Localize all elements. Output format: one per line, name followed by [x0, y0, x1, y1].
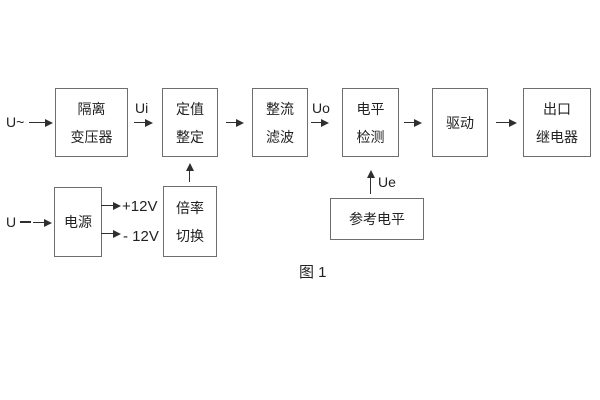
rail-positive-label: +12V [122, 198, 158, 215]
block-drive: 驱动 [432, 88, 488, 157]
block-line: 参考电平 [349, 211, 405, 227]
block-line: 滤波 [266, 128, 294, 145]
block-line: 定值 [176, 100, 204, 117]
block-line: 变压器 [70, 128, 113, 145]
block-reference-level: 参考电平 [330, 198, 424, 240]
block-line: 整定 [176, 128, 204, 145]
block-line: 倍率 [176, 199, 204, 216]
signal-uo-label: Uo [312, 100, 330, 116]
arrow-ue-to-detect [366, 170, 375, 194]
block-line: 电平 [356, 100, 385, 117]
arrow-ui [134, 118, 153, 127]
block-output-relay: 出口 继电器 [523, 88, 591, 157]
block-line: 驱动 [446, 114, 474, 131]
block-isolation-transformer: 隔离 变压器 [55, 88, 128, 157]
arrow-rail-positive [101, 201, 121, 210]
rail-negative-label: - 12V [123, 228, 159, 245]
block-level-detect: 电平 检测 [342, 88, 399, 157]
dc-dash-line [20, 221, 31, 223]
arrow-dc-input [33, 218, 52, 227]
block-line: 电源 [64, 214, 92, 230]
block-line: 继电器 [536, 128, 578, 145]
block-value-setting: 定值 整定 [162, 88, 218, 157]
input-ac-label: U~ [6, 114, 25, 130]
block-ratio-switch: 倍率 切换 [163, 186, 217, 257]
signal-ui-label: Ui [135, 100, 149, 116]
signal-ue-label: Ue [378, 174, 396, 190]
block-line: 整流 [266, 100, 294, 117]
block-power-supply: 电源 [54, 187, 102, 257]
block-line: 检测 [356, 128, 385, 145]
block-line: 隔离 [77, 100, 106, 117]
block-rectify-filter: 整流 滤波 [252, 88, 308, 157]
block-line: 出口 [543, 100, 571, 117]
arrow-rail-negative [101, 229, 121, 238]
arrow-setting-to-rectify [226, 118, 244, 127]
arrow-detect-to-drive [404, 118, 422, 127]
figure-caption: 图 1 [299, 264, 327, 281]
arrow-uo [311, 118, 329, 127]
input-dc-label: U [6, 214, 17, 230]
arrow-ac-input [29, 118, 53, 127]
arrow-drive-to-relay [496, 118, 517, 127]
arrow-ratio-to-setting [185, 163, 194, 182]
block-line: 切换 [176, 227, 204, 244]
